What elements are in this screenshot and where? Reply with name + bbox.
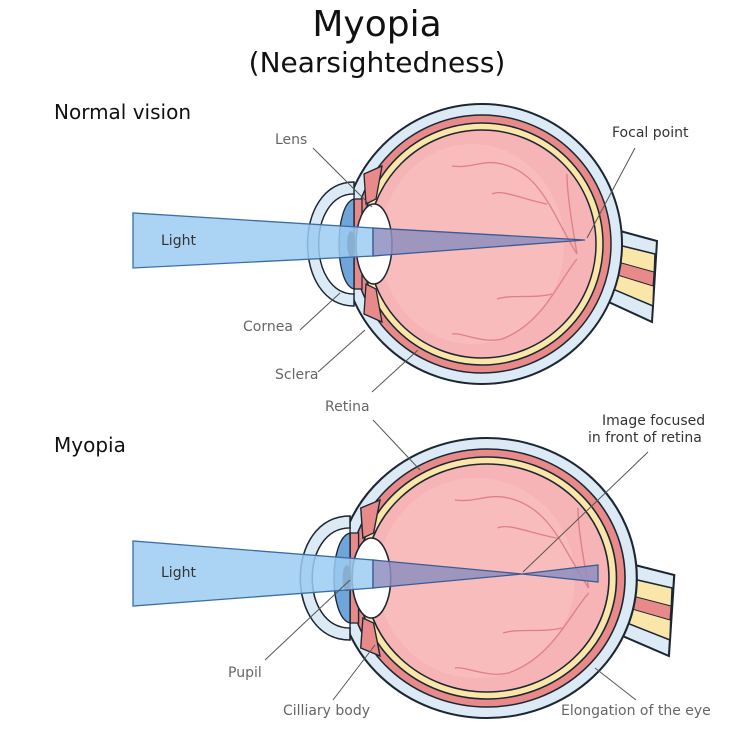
label-elongation: Elongation of the eye (561, 703, 711, 719)
diverging-beam-bottom (521, 564, 599, 583)
label-focal-point: Focal point (612, 125, 689, 141)
label-ciliary-body: Cilliary body (283, 703, 371, 719)
section-myopia: Myopia (54, 433, 126, 457)
label-retina: Retina (325, 399, 370, 415)
focused-beam-bottom (372, 559, 523, 589)
page-subtitle: (Nearsightedness) (248, 46, 506, 79)
focused-beam-top (372, 227, 586, 257)
label-light-bottom: Light (161, 565, 196, 581)
page-title: Myopia (312, 4, 442, 45)
label-image-focused: Image focused (602, 413, 706, 429)
label-cornea: Cornea (243, 319, 293, 335)
label-in-front-of-retina: in front of retina (588, 430, 702, 446)
label-pupil: Pupil (228, 665, 262, 681)
label-sclera: Sclera (275, 367, 319, 383)
label-light-top: Light (161, 233, 196, 249)
label-lens: Lens (275, 132, 308, 148)
leader-lines (264, 147, 649, 701)
section-normal-vision: Normal vision (54, 100, 192, 124)
